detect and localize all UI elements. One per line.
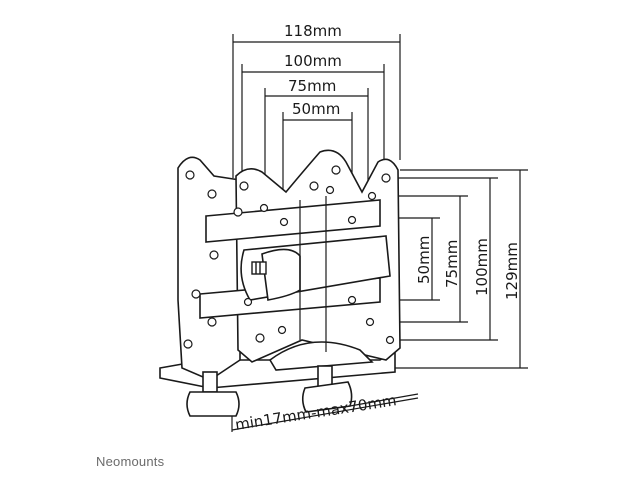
- clamp-foot-left: [186, 371, 240, 417]
- label-100mm: 100mm: [284, 52, 342, 70]
- label-75mm-vertical: 75mm: [443, 240, 461, 288]
- label-100mm-vertical: 100mm: [473, 238, 491, 296]
- screw-knob: [251, 261, 267, 275]
- label-129mm-vertical: 129mm: [503, 242, 521, 300]
- mounting-holes: [183, 165, 395, 349]
- label-118mm: 118mm: [284, 22, 342, 40]
- label-50mm-vertical: 50mm: [415, 236, 433, 284]
- brand-logo-text: Neomounts: [96, 454, 165, 469]
- label-50mm: 50mm: [292, 100, 340, 118]
- label-75mm: 75mm: [288, 77, 336, 95]
- clamp-foot-right: [301, 365, 353, 413]
- dimension-100mm-vertical-line: [392, 177, 498, 341]
- mount-bracket: [159, 149, 401, 389]
- dimension-118mm-line: [232, 34, 401, 178]
- dimension-clamp-range-line: [231, 393, 419, 432]
